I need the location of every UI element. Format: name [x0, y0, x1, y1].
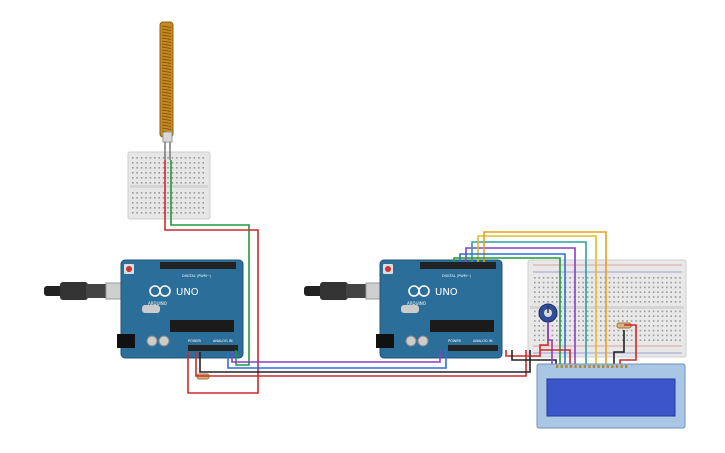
mini-breadboard-holes: [132, 157, 204, 214]
mini-breadboard[interactable]: [127, 151, 211, 220]
potentiometer[interactable]: [538, 303, 558, 323]
arduino-logo-icon: [149, 285, 171, 297]
arduino-2-power-label: POWER: [448, 339, 462, 343]
arduino-2-brand: ARDUINO: [407, 301, 426, 306]
arduino-1-brand: ARDUINO: [148, 301, 167, 306]
wires: [164, 160, 637, 394]
arduino-board-1[interactable]: UNO ARDUINO DIGITAL (PWM~) POWER ANALOG …: [117, 259, 244, 359]
arduino-board-2[interactable]: UNO ARDUINO DIGITAL (PWM~) POWER ANALOG …: [376, 259, 503, 359]
arduino-2-digital-label: DIGITAL (PWM~): [442, 274, 472, 278]
flex-sensor[interactable]: [159, 21, 174, 160]
arduino-2-model: UNO: [435, 287, 458, 298]
lcd-pins: [556, 365, 628, 368]
breadboard[interactable]: [527, 259, 687, 358]
arduino-1-power-label: POWER: [188, 339, 202, 343]
lcd-display[interactable]: [536, 363, 686, 429]
arduino-logo-icon: [408, 285, 430, 297]
flex-sensor-stripes: [161, 25, 172, 133]
arduino-1-model: UNO: [176, 287, 199, 298]
arduino-1-analog-label: ANALOG IN: [213, 339, 233, 343]
arduino-1-digital-label: DIGITAL (PWM~): [182, 274, 212, 278]
arduino-2-analog-label: ANALOG IN: [473, 339, 493, 343]
